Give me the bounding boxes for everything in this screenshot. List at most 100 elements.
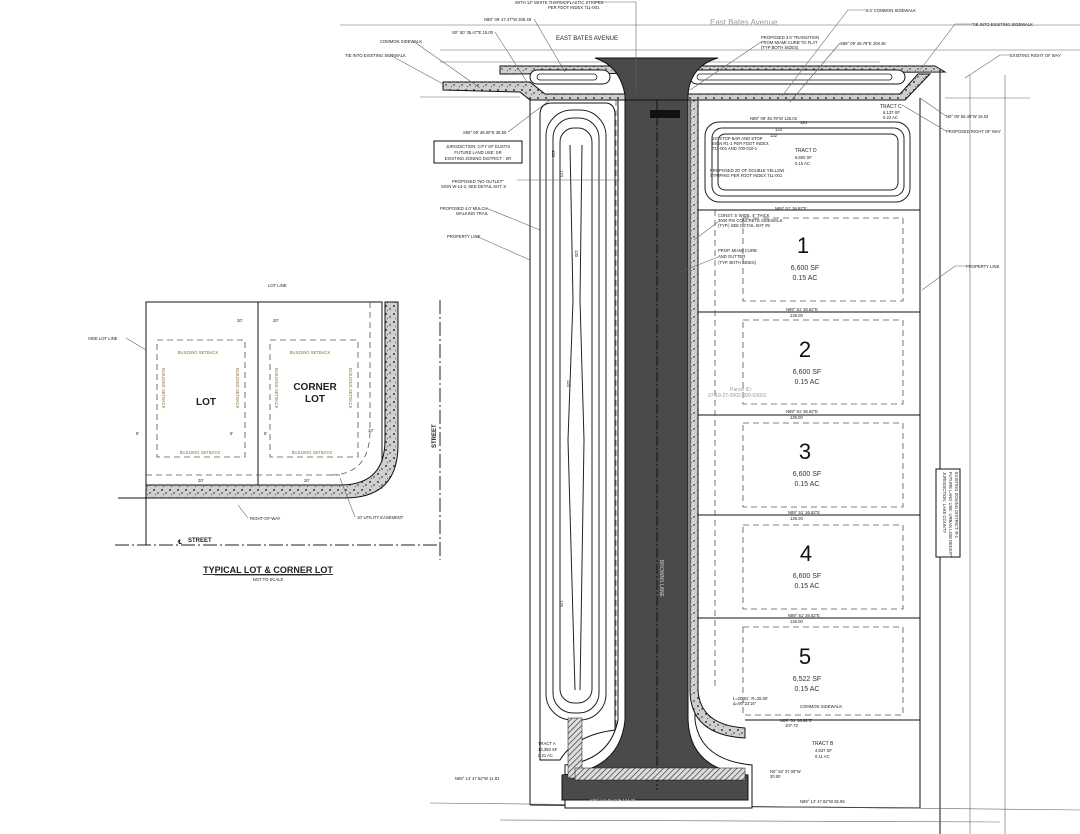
contour-label: 120	[574, 250, 579, 258]
map-label-east-bates: East Bates Avenue	[710, 18, 778, 27]
callout-yellow-striping-2: STRIPING PER FDOT INDEX 711-001	[710, 173, 783, 178]
setback-20: 20'	[198, 478, 204, 483]
lot-line-bearing: N89° 51' 36.62"E	[788, 613, 820, 618]
detail-title: TYPICAL LOT & CORNER LOT	[203, 565, 333, 575]
tract-b-name: TRACT B	[812, 741, 834, 747]
lot-4[interactable]: 4 6,600 SF 0.15 AC	[742, 524, 904, 610]
callout-transition: PROPOSED 3.0' TRANSITION	[761, 35, 819, 40]
setback-label: BUILDING SETBACK	[292, 450, 333, 455]
bearing-t-length: 30.00	[770, 774, 781, 779]
lot-line-bearing: N89° 51' 36.62"E	[786, 307, 818, 312]
bearing-6: S89° 09' 48.00"E 38.50	[463, 130, 507, 135]
lot-line-length: 126.00	[790, 415, 803, 420]
callout-miami-curb-3: (TYP. BOTH SIDES)	[718, 260, 757, 265]
bearing-4: N0° 09' 56.48"W 15.02	[946, 114, 989, 119]
setback-10: 10'	[368, 428, 374, 433]
callout-transition-3: (TYP BOTH SIDES)	[761, 45, 799, 50]
callout-thermoplastic-2: PER FDOT INDEX 711-001	[548, 5, 600, 10]
tract-a-ac: 0.31 AC	[538, 753, 553, 758]
callout-property-line: PROPERTY LINE	[447, 234, 481, 239]
contour-label: 123	[775, 127, 783, 132]
contour-label: 125	[559, 600, 564, 608]
lot-line-label: LOT LINE	[268, 283, 287, 288]
contour-label: 122	[770, 133, 778, 138]
tract-c-ac: 0.22 AC	[883, 115, 898, 120]
median-island-right	[689, 69, 906, 85]
lot-area-sf: 6,600 SF	[793, 573, 821, 580]
callout-mulch-trail: PROPOSED 4.0' MULCH	[440, 206, 488, 211]
bearing-2: S0° 50' 35.47"E 15.00	[452, 30, 494, 35]
lot-area-sf: 6,600 SF	[793, 369, 821, 376]
setback-label: BUILDING SETBACK	[274, 368, 279, 409]
callout-no-outlet-2: SIGN W-14-2, SEE DETAIL SHT. 8	[441, 184, 507, 189]
lot-area-ac: 0.15 AC	[795, 686, 820, 693]
tract-c-name: TRACT C	[880, 104, 902, 110]
lot-line-length: 126.00	[790, 313, 803, 318]
setback-20: 20'	[273, 318, 279, 323]
parcel-label: Parcel ID:	[730, 387, 752, 393]
tract-c-sf: 6,137 SF	[883, 110, 900, 115]
detail-street-label: STREET	[188, 538, 212, 544]
setback-5: 5'	[264, 431, 267, 436]
lot-number: 5	[799, 644, 811, 669]
callout-const-walk: CONST. 5' WIDE, 4" THICK	[718, 213, 770, 218]
lot-1[interactable]: 1 6,600 SF 0.15 AC	[742, 217, 904, 302]
lot-line-length: 126.00	[790, 516, 803, 521]
bearing-bottom-right: N89° 14' 47.62"W 92.95	[800, 799, 845, 804]
callout-tie-existing-left: TIE INTO EXISTING SIDEWALK	[345, 53, 406, 58]
contour-label: 122	[551, 150, 556, 158]
lot-number: 4	[800, 541, 812, 566]
bearing-bottom-center: S89° 14' 49.11"E 124.00	[590, 798, 636, 803]
browns-lane-road: BROWNS LANE S89° 14' 49.11"E 124.00	[561, 99, 753, 809]
lot-number: 2	[799, 337, 811, 362]
callout-mulch-trail-2: WALKING TRAIL	[456, 211, 489, 216]
callout-stop-bar: 24" STOP BAR AND STOP	[712, 136, 763, 141]
tract-a-pond: 122 123 124 120 125 TRACT A 13,350 SF 0.…	[538, 100, 617, 761]
lot-line-length: 126.00	[790, 619, 803, 624]
east-jurisdiction-box: JURISDICTION: LAKE COUNTY FUTURE LAND US…	[935, 468, 961, 558]
tract-d-name: TRACT D	[795, 148, 817, 154]
tract-a-name: TRACT A	[538, 741, 556, 746]
lot-line-bearing: N89° 51' 36.62"E	[788, 510, 820, 515]
setback-5: 5'	[230, 431, 233, 436]
callout-miami-curb-2: AND GUTTER	[718, 254, 745, 259]
bearing-lot5-length: 107.73	[785, 723, 798, 728]
callout-proposed-row: PROPOSED RIGHT OF WAY	[946, 129, 1001, 134]
callout-yellow-striping: PROPOSED 20' OF DOUBLE YELLOW	[710, 168, 784, 173]
right-of-way-label: RIGHT-OF-WAY	[250, 516, 281, 521]
east-sidewalk	[689, 99, 746, 739]
callouts: WITH 12" WHITE THERMOPLASTIC STRIPES PER…	[345, 0, 1061, 291]
lot-number: 3	[799, 439, 811, 464]
setback-5: 5'	[136, 431, 139, 436]
setback-label: BUILDING SETBACK	[348, 368, 353, 409]
bearing-1: N89° 09' 47.47"W 208.48	[484, 17, 532, 22]
bearing-lot5: N89° 51' 36.62"E	[780, 718, 812, 723]
bearing-3: S89° 09' 46.79"E 208.48	[840, 41, 886, 46]
bearing-t: N0° 53' 37.08"W	[770, 769, 801, 774]
street-label-east-bates: EAST BATES AVENUE	[556, 36, 618, 42]
callout-const-walk-3: (TYP.) SEE DETAIL SHT #9	[718, 223, 770, 228]
lot-area-ac: 0.15 AC	[795, 379, 820, 386]
jurisdiction-box: JURISDICTION: CITY OF EUSTIS FUTURE LAND…	[433, 140, 523, 164]
callout-common-sidewalk-bottom: COMMON SIDEWALK	[800, 704, 842, 709]
lot-line-bearing: N89° 51' 36.62"E	[775, 206, 807, 211]
lot-area-ac: 0.15 AC	[795, 583, 820, 590]
east-jurisdiction-line: JURISDICTION: LAKE COUNTY	[942, 472, 947, 533]
bearing-bottom-left: N89° 14' 47.62"W 11.81	[455, 776, 500, 781]
callout-5ft-sidewalk: 5.0' COMMON SIDEWALK	[866, 8, 916, 13]
lot-line-bearing: N89° 51' 36.62"E	[786, 409, 818, 414]
lot-area-sf: 6,600 SF	[791, 265, 819, 272]
lot-3[interactable]: 3 6,600 SF 0.15 AC	[742, 422, 904, 508]
east-jurisdiction-line: FUTURE LAND USE: URBAN LOW DENSITY	[948, 472, 953, 558]
road-name-label: BROWNS LANE	[658, 560, 664, 598]
setback-label: BUILDING SETBACK	[235, 368, 240, 409]
lot-5[interactable]: 5 6,522 SF 0.15 AC	[742, 626, 904, 716]
callout-stop-bar-2: SIGN R1-1 PER FDOT INDEX	[712, 141, 769, 146]
tract-b-ac: 0.11 AC	[815, 754, 830, 759]
tract-b-sf: 4,637 SF	[815, 748, 832, 753]
tract-d-ac: 0.15 AC	[795, 161, 810, 166]
lot-2[interactable]: 2 6,600 SF 0.15 AC Parcel ID: 07-19-27-0…	[708, 319, 904, 405]
lot-area-sf: 6,522 SF	[793, 676, 821, 683]
lot-area-ac: 0.15 AC	[795, 481, 820, 488]
